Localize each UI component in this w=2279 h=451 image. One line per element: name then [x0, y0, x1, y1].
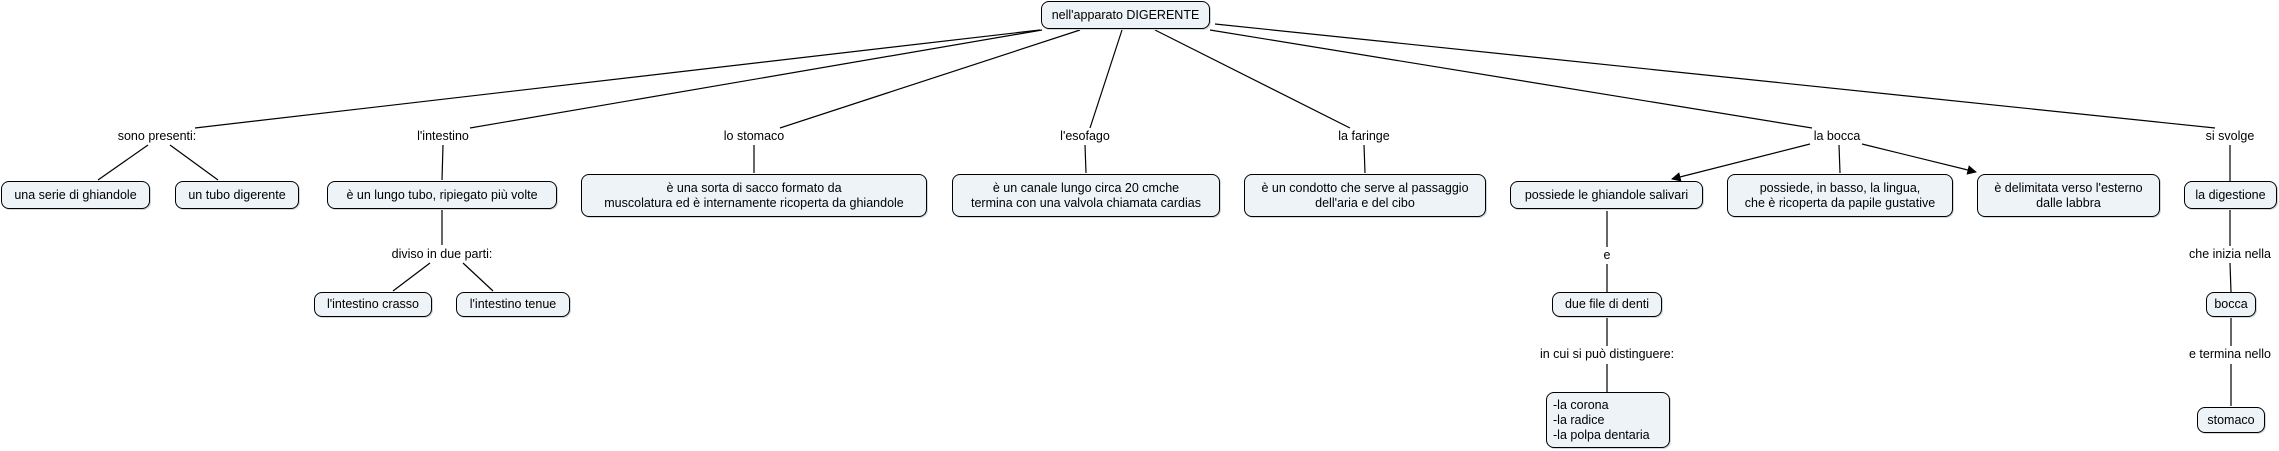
edge-root-esofago	[1089, 29, 1123, 129]
edge-root-bocca	[1209, 29, 1813, 129]
link-label-faringe: la faringe	[1336, 129, 1392, 143]
concept-due-file-denti[interactable]: due file di denti	[1552, 292, 1662, 317]
edge-esofago-canale	[1084, 144, 1087, 174]
concept-tubo-digerente[interactable]: un tubo digerente	[175, 181, 299, 209]
link-label-si-svolge: si svolge	[2203, 129, 2257, 143]
link-label-stomaco: lo stomaco	[721, 129, 787, 143]
edge-intestino-tubo	[441, 144, 444, 181]
edge-che-inizia-bocca	[2229, 262, 2232, 293]
concept-digestione[interactable]: la digestione	[2184, 181, 2277, 209]
edge-bocca-salivari	[1671, 143, 1811, 182]
concept-labbra[interactable]: è delimitata verso l'esterno dalle labbr…	[1977, 174, 2160, 217]
concept-sacco[interactable]: è una sorta di sacco formato da muscolat…	[581, 174, 927, 217]
edge-sono-tubo	[169, 144, 219, 181]
concept-lungo-tubo[interactable]: è un lungo tubo, ripiegato più volte	[327, 181, 557, 209]
concept-canale[interactable]: è un canale lungo circa 20 cmche termina…	[952, 174, 1220, 217]
concept-parti-dente[interactable]: -la corona -la radice -la polpa dentaria	[1546, 392, 1670, 448]
root-concept[interactable]: nell'apparato DIGERENTE	[1041, 1, 1210, 29]
concept-lingua[interactable]: possiede, in basso, la lingua, che è ric…	[1727, 174, 1953, 217]
edge-diviso-tenue	[462, 262, 494, 292]
concept-ghiandole[interactable]: una serie di ghiandole	[1, 181, 150, 209]
edge-root-stomaco	[779, 29, 1081, 129]
edge-sono-ghiandole	[97, 144, 149, 181]
link-label-esofago: l'esofago	[1058, 129, 1112, 143]
link-label-diviso: diviso in due parti:	[389, 247, 495, 261]
link-label-e: e	[1601, 248, 1613, 262]
link-label-e-termina: e termina nello	[2187, 347, 2273, 361]
edge-root-faringe	[1154, 29, 1351, 129]
link-label-in-cui: in cui si può distinguere:	[1537, 347, 1677, 361]
edge-root-intestino	[469, 29, 1043, 129]
concept-stomaco[interactable]: stomaco	[2197, 407, 2265, 433]
link-label-sono-presenti: sono presenti:	[115, 129, 199, 143]
edge-faringe-condotto	[1363, 144, 1366, 174]
concept-bocca[interactable]: bocca	[2206, 292, 2256, 317]
concept-intestino-tenue[interactable]: l'intestino tenue	[456, 292, 570, 317]
concept-ghiandole-salivari[interactable]: possiede le ghiandole salivari	[1510, 181, 1703, 209]
link-label-bocca: la bocca	[1811, 129, 1863, 143]
edge-root-sono-presenti	[194, 29, 1041, 129]
link-label-che-inizia: che inizia nella	[2187, 247, 2273, 261]
concept-condotto[interactable]: è un condotto che serve al passaggio del…	[1244, 174, 1486, 217]
concept-intestino-crasso[interactable]: l'intestino crasso	[314, 292, 432, 317]
edge-bocca-labbra	[1861, 143, 1977, 175]
edge-bocca-lingua	[1838, 144, 1841, 174]
edge-diviso-crasso	[392, 262, 431, 292]
edge-root-si-svolge	[1214, 23, 2216, 129]
link-label-intestino: l'intestino	[415, 129, 471, 143]
